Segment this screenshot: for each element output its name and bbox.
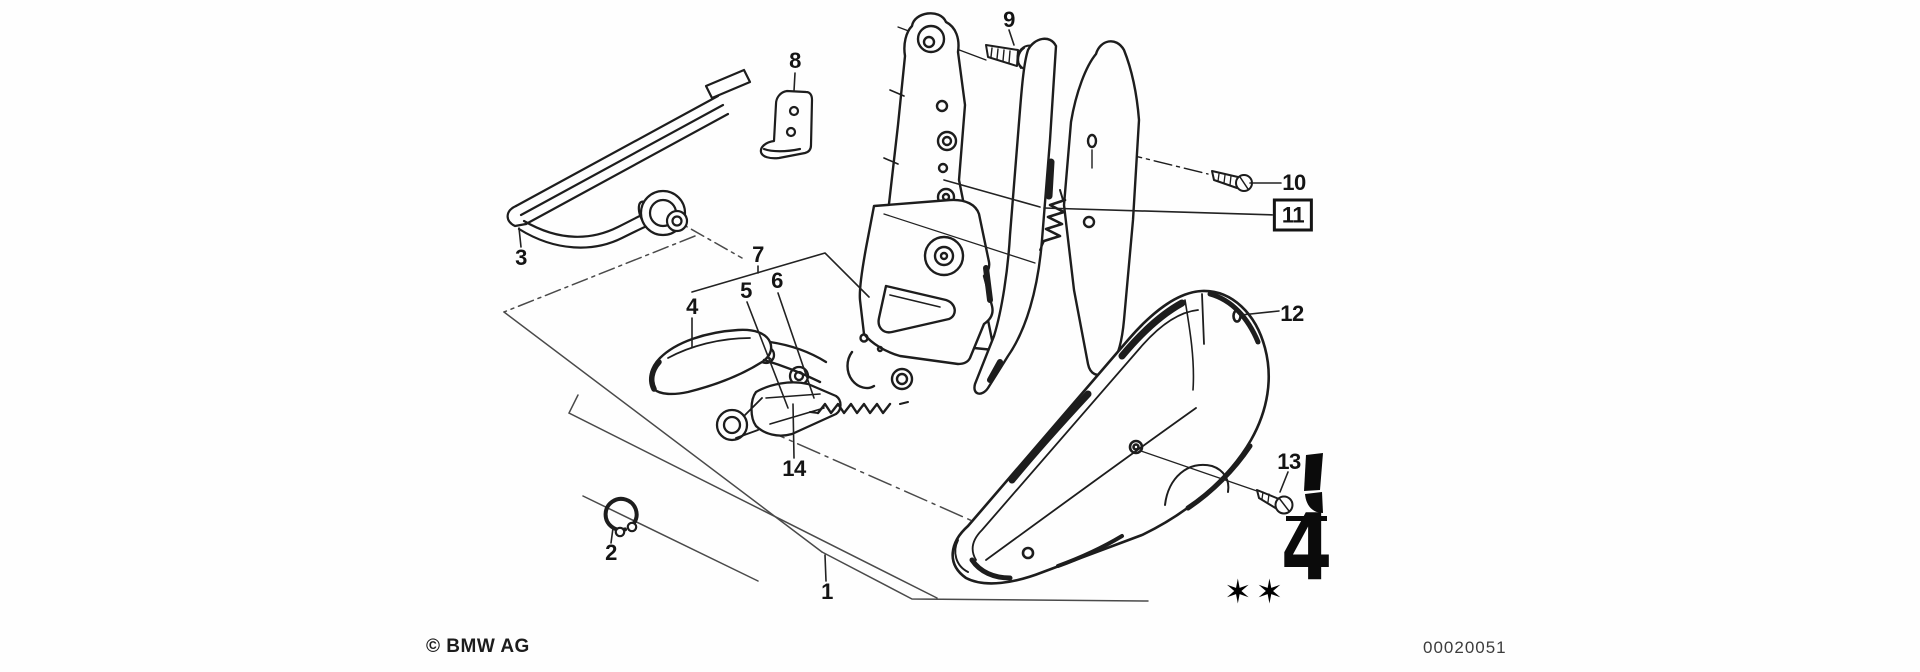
part-label-1: 1	[821, 579, 833, 604]
part-label-10: 10	[1282, 170, 1306, 195]
part-label-12: 12	[1280, 301, 1304, 326]
torsion-bar-part3	[506, 68, 752, 249]
backrest-frame-right-arm	[973, 37, 1058, 395]
part-label-5: 5	[740, 278, 752, 303]
circlip-part2	[603, 496, 639, 538]
partial-exclamation-glyph-dot	[1305, 492, 1323, 513]
drawing-number: 00020051	[1423, 638, 1507, 657]
screw-part13	[1256, 489, 1294, 515]
part-label-3: 3	[515, 245, 527, 270]
latch-and-springs	[715, 345, 909, 442]
part-label-8: 8	[789, 48, 801, 73]
mounting-bracket-part8	[759, 89, 814, 160]
part-label-2: 2	[605, 540, 617, 565]
callout-leader-lines	[518, 29, 1289, 582]
recliner-mechanism-plate	[846, 189, 1067, 391]
part-label-11-boxed: 11	[1272, 198, 1314, 232]
part-label-7: 7	[752, 242, 764, 267]
bmw-copyright-text: © BMW AG	[426, 636, 530, 657]
part-label-9: 9	[1003, 7, 1015, 32]
screw-part10	[1093, 145, 1253, 192]
recliner-side-plate	[1062, 40, 1141, 376]
part-label-4: 4	[686, 294, 698, 319]
fraction-bar	[1286, 516, 1327, 521]
part-label-6: 6	[771, 268, 783, 293]
partial-exclamation-glyph-bar	[1304, 453, 1323, 491]
fiche-page-number: 4	[1281, 494, 1333, 601]
fiche-marker-glyphs	[1286, 453, 1327, 521]
ground-plane-lines	[503, 215, 1149, 602]
part-label-13: 13	[1277, 449, 1301, 474]
release-lever-handle	[648, 328, 828, 396]
fiche-rating-stars: ✶✶	[1224, 573, 1288, 610]
part-label-14: 14	[782, 456, 806, 481]
side-panel-cover-part12	[951, 289, 1271, 585]
